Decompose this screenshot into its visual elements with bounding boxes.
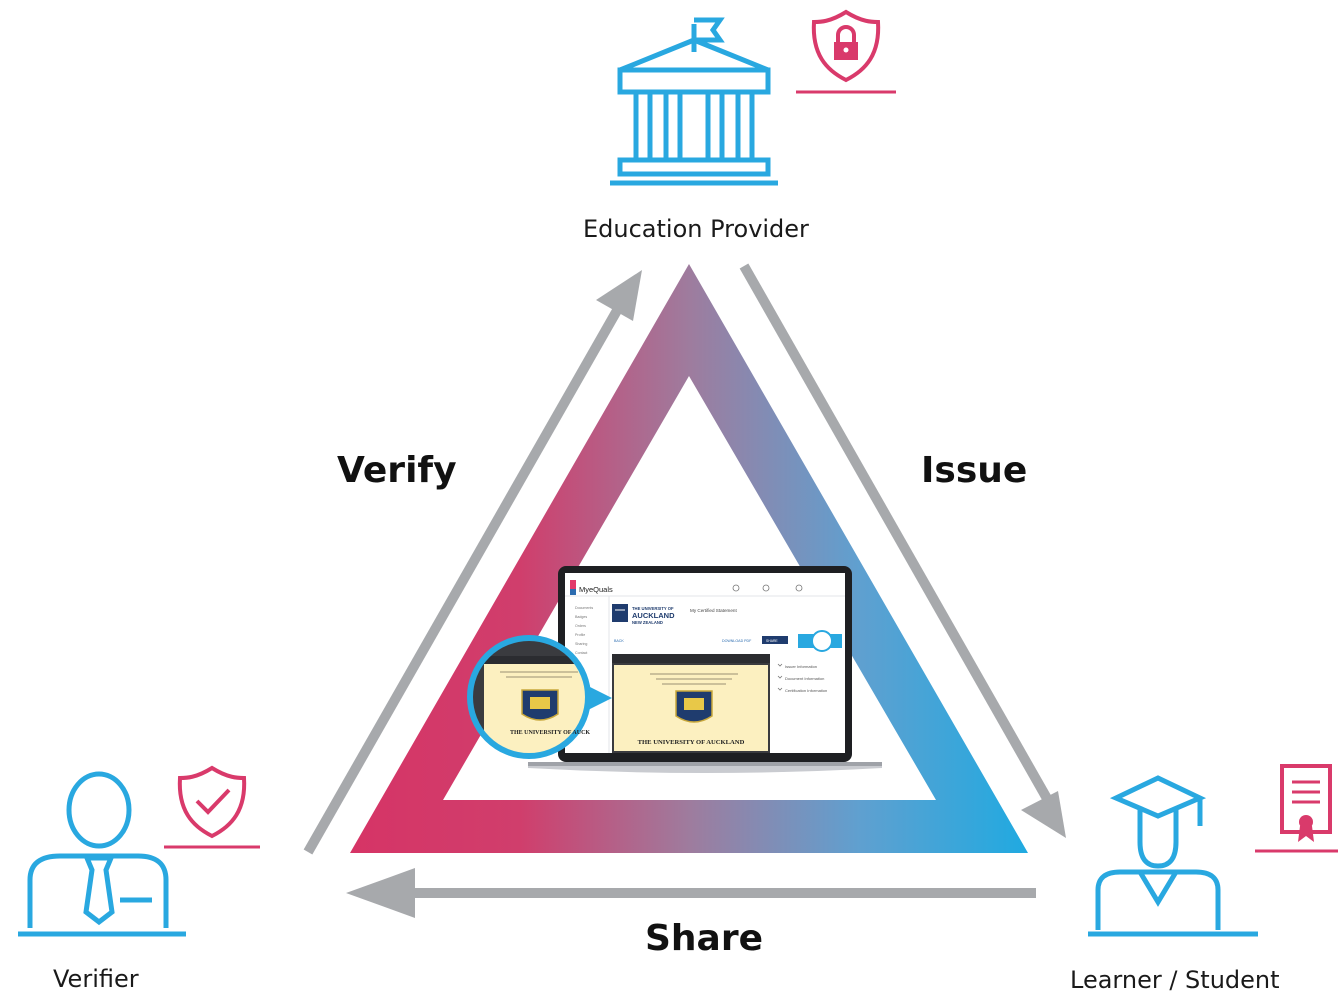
shield-lock-icon xyxy=(796,9,896,94)
info-accordion: Issuer Information Document Information … xyxy=(785,664,827,693)
zoom-certificate-title: THE UNIVERSITY OF AUCK xyxy=(510,730,590,736)
verify-label: Verify xyxy=(337,450,457,491)
certificate-title: THE UNIVERSITY OF AUCKLAND xyxy=(638,739,745,746)
graduate-student-icon xyxy=(1088,775,1258,937)
laptop-screen xyxy=(565,573,845,753)
learner-label: Learner / Student xyxy=(1070,966,1280,994)
accordion-item[interactable]: Document Information xyxy=(785,676,824,681)
svg-text:AUCKLAND: AUCKLAND xyxy=(632,611,675,620)
app-name: MyeQuals xyxy=(579,585,613,594)
download-pdf-button[interactable]: DOWNLOAD PDF xyxy=(722,639,752,643)
education-provider-label: Education Provider xyxy=(583,215,809,243)
issue-label: Issue xyxy=(921,450,1028,491)
nav-item[interactable]: Orders xyxy=(575,624,586,628)
svg-text:NEW ZEALAND: NEW ZEALAND xyxy=(632,620,663,625)
accordion-item[interactable]: Certification Information xyxy=(785,688,827,693)
sidebar-nav: Documents Badges Orders Profile Sharing … xyxy=(575,606,593,655)
accordion-item[interactable]: Issuer Information xyxy=(785,664,817,669)
verifier-label: Verifier xyxy=(53,965,139,993)
issue-arrow xyxy=(739,263,1066,838)
back-link[interactable]: BACK xyxy=(614,639,624,643)
shield-check-icon xyxy=(164,765,260,849)
institution-building-icon xyxy=(610,17,778,186)
gradient-triangle xyxy=(350,264,1028,853)
university-name: THE UNIVERSITY OF AUCKLAND NEW ZEALAND xyxy=(632,606,675,625)
share-arrow xyxy=(346,868,1036,918)
nav-item[interactable]: Sharing xyxy=(575,642,587,646)
verify-arrow xyxy=(303,270,642,855)
zoom-magnifier xyxy=(467,635,612,759)
share-button[interactable]: SHARE xyxy=(766,639,778,643)
nav-item[interactable]: Contact xyxy=(575,651,587,655)
certificate-document-icon xyxy=(1255,764,1338,853)
svg-text:THE UNIVERSITY OF: THE UNIVERSITY OF xyxy=(632,606,674,611)
document-title: My Certified Statement xyxy=(690,608,737,613)
nav-item[interactable]: Documents xyxy=(575,606,593,610)
nav-item[interactable]: Badges xyxy=(575,615,587,619)
person-with-tie-icon xyxy=(18,771,186,937)
share-label: Share xyxy=(645,918,764,959)
nav-item[interactable]: Profile xyxy=(575,633,585,637)
